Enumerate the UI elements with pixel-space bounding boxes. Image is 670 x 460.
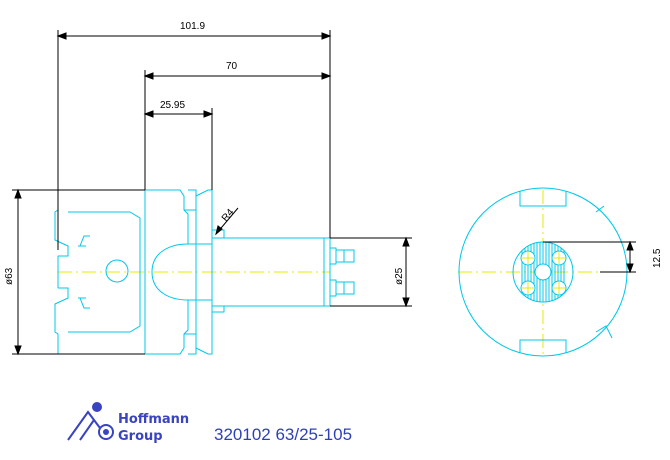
holder-body: [54, 189, 146, 355]
dimensions-end: [543, 240, 636, 274]
dim-corner-radius: R4: [220, 207, 237, 224]
dim-flange-diameter: ø63: [4, 267, 15, 285]
dimensions-side: [12, 30, 412, 356]
dim-shank-length: 70: [226, 61, 238, 72]
dim-end-view-offset: 12.5: [652, 248, 663, 268]
logo-text-line2: Group: [118, 429, 163, 444]
dim-overall-length: 101.9: [180, 21, 205, 32]
part-number: 320102 63/25-105: [214, 425, 352, 444]
logo-text-line1: Hoffmann: [118, 412, 189, 427]
hoffmann-group-logo: Hoffmann Group: [67, 402, 189, 444]
flange: [145, 189, 213, 355]
gear-icon: [98, 424, 114, 440]
side-view: [54, 189, 355, 355]
dim-flange-offset: 25.95: [160, 100, 185, 111]
dim-shank-diameter: ø25: [394, 267, 405, 285]
shank: [212, 229, 355, 313]
hole-center: [534, 263, 552, 281]
drive-slot-circle: [105, 259, 129, 283]
